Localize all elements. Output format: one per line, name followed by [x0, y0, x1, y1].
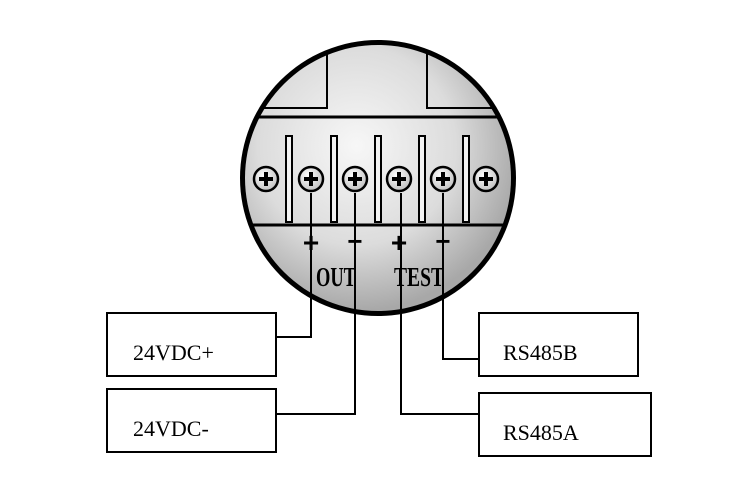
screw-icon [385, 165, 413, 193]
label-rs485b: RS485B [503, 340, 578, 365]
wire-vdc-minus [276, 193, 356, 415]
terminal-screws [252, 165, 500, 193]
label-vdc-plus: 24VDC+ [133, 340, 214, 365]
label-rs485a: RS485A [503, 420, 579, 445]
group-label-out: OUT [316, 262, 356, 292]
sign-test-plus: + [391, 227, 407, 258]
label-box-vdc-minus: 24VDC- [106, 388, 277, 453]
group-label-test: TEST [394, 262, 444, 292]
wire-rs485b [442, 193, 479, 360]
label-vdc-minus: 24VDC- [133, 416, 209, 441]
label-box-rs485a: RS485A [478, 392, 652, 457]
label-box-vdc-plus: 24VDC+ [106, 312, 277, 377]
wires [276, 193, 479, 415]
wire-rs485a [400, 193, 479, 415]
screw-icon [297, 165, 325, 193]
screw-icon [472, 165, 500, 193]
screw-icon [429, 165, 457, 193]
wire-vdc-plus [276, 193, 312, 338]
screw-icon [341, 165, 369, 193]
screw-icon [252, 165, 280, 193]
label-box-rs485b: RS485B [478, 312, 639, 377]
terminal-strip [285, 135, 470, 223]
